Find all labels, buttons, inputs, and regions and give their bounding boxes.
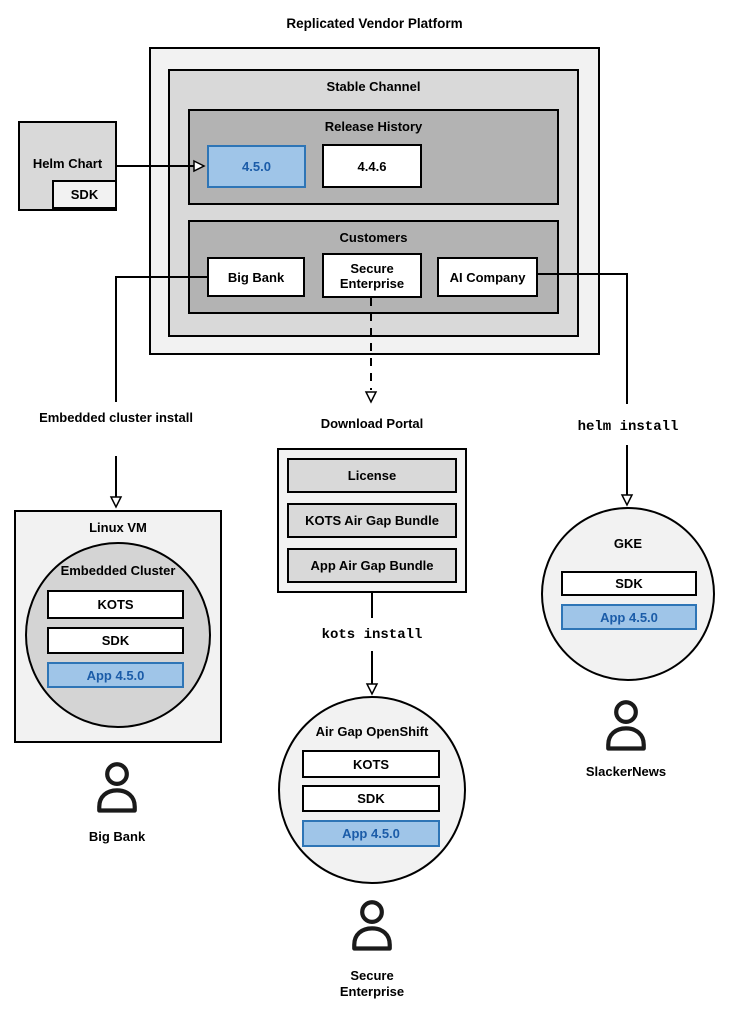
- embedded-cluster-install-label: Embedded cluster install: [39, 410, 193, 425]
- app-chip: App 4.5.0: [47, 662, 184, 688]
- customer-box-ai-company: AI Company: [437, 257, 538, 297]
- embedded-cluster-circle: Embedded Cluster KOTS SDK App 4.5.0: [25, 542, 211, 728]
- app-chip: App 4.5.0: [302, 820, 440, 847]
- vendor-platform-box: Stable Channel Release History 4.5.0 4.4…: [149, 47, 600, 355]
- app-airgap-bundle-item: App Air Gap Bundle: [287, 548, 457, 583]
- helm-chart-box: Helm Chart SDK: [18, 121, 117, 211]
- secure-enterprise-persona: [344, 899, 400, 955]
- helm-chart-label: Helm Chart: [32, 156, 103, 171]
- download-portal-box: License KOTS Air Gap Bundle App Air Gap …: [277, 448, 467, 593]
- customer-box-secure-enterprise: Secure Enterprise: [322, 253, 422, 298]
- release-history-title: Release History: [324, 119, 423, 134]
- connector-portal-to-openshift: [365, 593, 379, 696]
- stable-channel-title: Stable Channel: [326, 79, 421, 94]
- slackernews-persona: [598, 699, 654, 755]
- customers-box: Customers Big Bank Secure Enterprise AI …: [188, 220, 559, 314]
- kots-chip: KOTS: [302, 750, 440, 778]
- linux-vm-title: Linux VM: [89, 520, 147, 535]
- gke-circle: GKE SDK App 4.5.0: [541, 507, 715, 681]
- release-box-450: 4.5.0: [207, 145, 306, 188]
- helm-install-label: helm install: [577, 419, 679, 435]
- stable-channel-box: Stable Channel Release History 4.5.0 4.4…: [168, 69, 579, 337]
- diagram-title: Replicated Vendor Platform: [286, 16, 463, 31]
- download-portal-title: Download Portal: [320, 416, 424, 431]
- sdk-chip: SDK: [561, 571, 697, 596]
- customers-title: Customers: [339, 230, 408, 245]
- release-history-box: Release History 4.5.0 4.4.6: [188, 109, 559, 205]
- kots-install-label: kots install: [321, 627, 423, 643]
- kots-chip: KOTS: [47, 590, 184, 619]
- airgap-openshift-circle: Air Gap OpenShift KOTS SDK App 4.5.0: [278, 696, 466, 884]
- persona-label-secure-enterprise: Secure Enterprise: [339, 968, 405, 999]
- big-bank-persona: [89, 761, 145, 817]
- sdk-chip: SDK: [302, 785, 440, 812]
- user-icon: [606, 700, 646, 751]
- user-icon: [97, 762, 137, 813]
- customer-box-big-bank: Big Bank: [207, 257, 305, 297]
- gke-title: GKE: [613, 536, 643, 551]
- helm-sdk-box: SDK: [52, 180, 117, 209]
- persona-label-big-bank: Big Bank: [88, 829, 146, 844]
- kots-airgap-bundle-item: KOTS Air Gap Bundle: [287, 503, 457, 538]
- persona-label-slackernews: SlackerNews: [585, 764, 667, 779]
- app-chip: App 4.5.0: [561, 604, 697, 630]
- airgap-openshift-title: Air Gap OpenShift: [315, 724, 429, 739]
- user-icon: [352, 900, 392, 951]
- license-item: License: [287, 458, 457, 493]
- sdk-chip: SDK: [47, 627, 184, 654]
- linux-vm-box: Linux VM Embedded Cluster KOTS SDK App 4…: [14, 510, 222, 743]
- embedded-cluster-title: Embedded Cluster: [60, 563, 176, 578]
- release-box-446: 4.4.6: [322, 144, 422, 188]
